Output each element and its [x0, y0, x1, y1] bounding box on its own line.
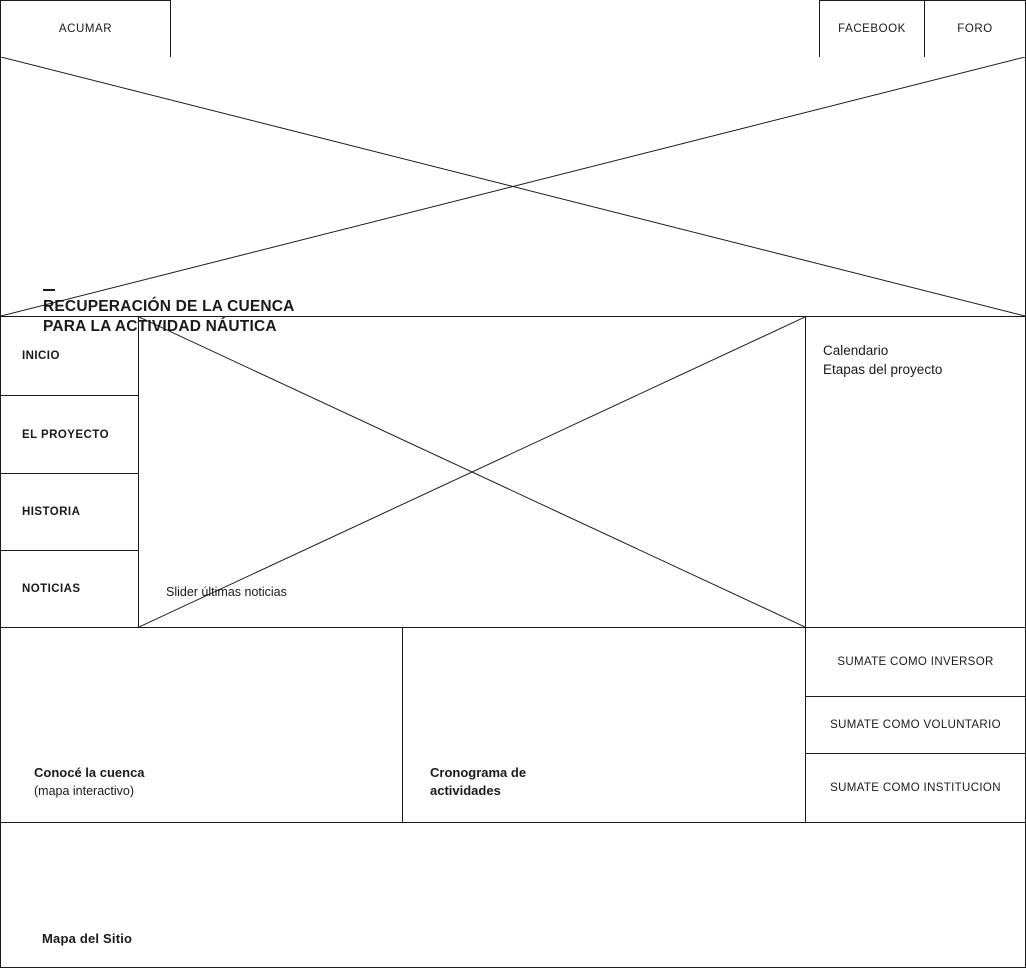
hero-title: RECUPERACIÓN DE LA CUENCA PARA LA ACTIVI… [43, 298, 295, 336]
topbar-link-foro[interactable]: FORO [924, 0, 1026, 58]
interactive-map-panel[interactable]: Conocé la cuenca (mapa interactivo) [0, 627, 403, 823]
cta-sumate-voluntario[interactable]: SUMATE COMO VOLUNTARIO [805, 696, 1026, 754]
hero-banner[interactable]: RECUPERACIÓN DE LA CUENCA PARA LA ACTIVI… [0, 57, 1026, 335]
topbar-link-facebook-label: FACEBOOK [838, 23, 906, 35]
brand-acumar-label: ACUMAR [58, 23, 113, 35]
cta-stack: SUMATE COMO INVERSOR SUMATE COMO VOLUNTA… [805, 627, 1026, 823]
sidebar-item-historia[interactable]: HISTORIA [0, 473, 139, 551]
news-slider[interactable]: Slider últimas noticias [138, 316, 806, 628]
lower-row: Conocé la cuenca (mapa interactivo) Cron… [0, 627, 1026, 823]
sidebar-item-historia-label: HISTORIA [22, 506, 81, 518]
cta-sumate-voluntario-label: SUMATE COMO VOLUNTARIO [830, 719, 1001, 731]
interactive-map-caption: Conocé la cuenca (mapa interactivo) [34, 764, 145, 800]
cta-sumate-inversor-label: SUMATE COMO INVERSOR [837, 656, 994, 668]
brand-acumar-button[interactable]: ACUMAR [0, 0, 171, 58]
topbar-link-foro-label: FORO [957, 23, 993, 35]
top-bar: ACUMAR FACEBOOK FORO [0, 0, 1026, 58]
calendar-panel-text: Calendario Etapas del proyecto [823, 343, 943, 377]
sidebar-item-noticias-label: NOTICIAS [22, 583, 81, 595]
calendar-panel[interactable]: Calendario Etapas del proyecto [805, 316, 1026, 628]
sidebar-item-inicio[interactable]: INICIO [0, 316, 139, 396]
cta-sumate-institucion[interactable]: SUMATE COMO INSTITUCION [805, 753, 1026, 823]
cta-sumate-inversor[interactable]: SUMATE COMO INVERSOR [805, 627, 1026, 697]
interactive-map-subtext: (mapa interactivo) [34, 783, 135, 798]
middle-row: INICIO EL PROYECTO HISTORIA NOTICIAS Sli… [0, 316, 1026, 628]
image-placeholder-cross-icon [1, 57, 1025, 316]
interactive-map-heading: Conocé la cuenca [34, 765, 145, 781]
topbar-link-facebook[interactable]: FACEBOOK [819, 0, 925, 58]
chronogram-caption: Cronograma de actividades [430, 764, 526, 800]
sidebar-item-el-proyecto[interactable]: EL PROYECTO [0, 395, 139, 474]
sidebar-item-noticias[interactable]: NOTICIAS [0, 550, 139, 628]
chronogram-heading: Cronograma de actividades [430, 764, 527, 798]
chronogram-panel[interactable]: Cronograma de actividades [402, 627, 806, 823]
sidebar-item-el-proyecto-label: EL PROYECTO [22, 428, 109, 441]
cta-sumate-institucion-label: SUMATE COMO INSTITUCION [830, 782, 1001, 794]
hero-caption: RECUPERACIÓN DE LA CUENCA PARA LA ACTIVI… [43, 289, 295, 338]
image-placeholder-cross-icon [139, 317, 805, 627]
news-slider-label: Slider últimas noticias [166, 585, 287, 599]
sidebar-item-inicio-label: INICIO [22, 350, 60, 362]
footer: Mapa del Sitio [0, 822, 1026, 968]
hero-rule-icon [43, 289, 55, 291]
sidebar-nav: INICIO EL PROYECTO HISTORIA NOTICIAS [0, 316, 139, 628]
footer-sitemap-link[interactable]: Mapa del Sitio [42, 931, 133, 946]
